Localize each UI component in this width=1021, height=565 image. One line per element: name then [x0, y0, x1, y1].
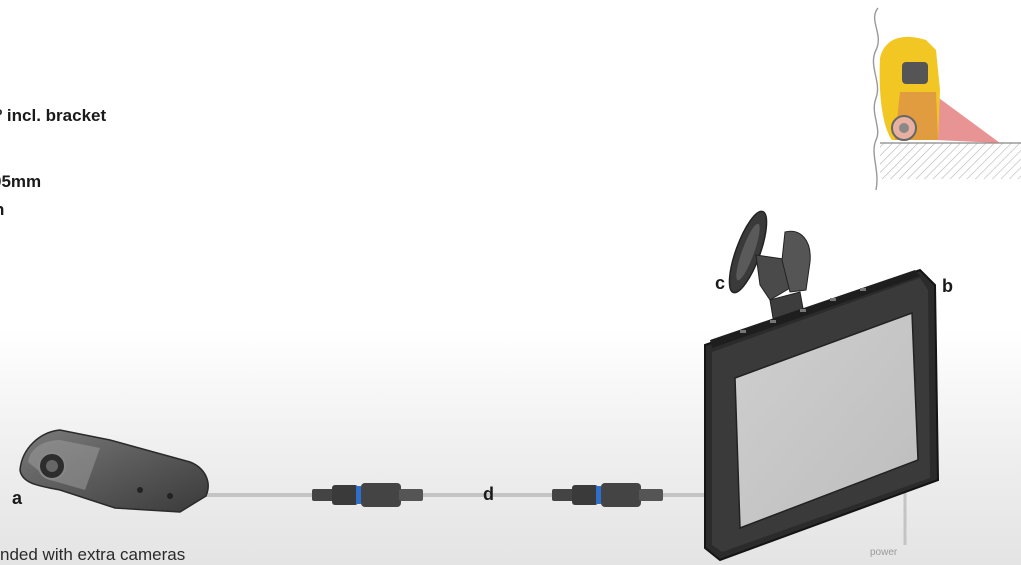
monitor-label: b: [942, 276, 953, 296]
cable-label: d: [483, 484, 494, 504]
spec-extra-text: n: [0, 200, 4, 220]
camera-device-icon: [19, 429, 209, 513]
camera-label: a: [12, 488, 23, 508]
cable-connector-left: [312, 483, 423, 507]
monitor-device-icon: [704, 268, 940, 562]
power-label: power: [870, 547, 898, 558]
cable-connector-right: [552, 483, 663, 507]
spec-bracket-text: º incl. bracket: [0, 106, 107, 125]
mount-label: c: [715, 273, 726, 293]
spec-size-text: 05mm: [0, 172, 42, 191]
footer-note: nded with extra cameras: [0, 545, 186, 564]
truck-rear-view-icon: [868, 0, 1021, 205]
cable-run: [205, 480, 907, 545]
